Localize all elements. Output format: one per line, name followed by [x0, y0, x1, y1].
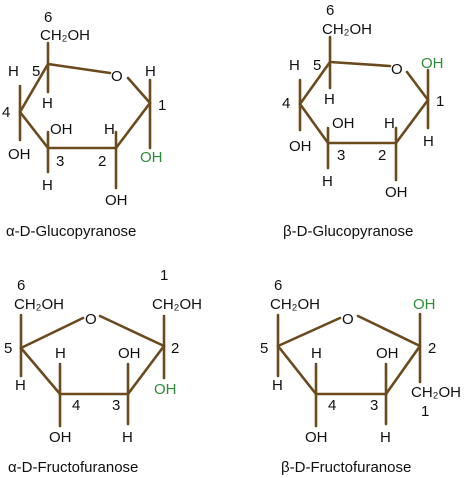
label-oh-c3-up: OH	[118, 345, 141, 362]
label-oh-c1-anomeric: OH	[421, 55, 444, 72]
label-h-c5-down: H	[324, 91, 335, 108]
label-oh-c2-anomeric: OH	[413, 296, 436, 313]
label-h-c5-left: H	[289, 57, 300, 74]
caption-beta-d-glucopyranose: β-D-Glucopyranose	[283, 223, 413, 240]
label-h-c5-down: H	[42, 95, 53, 112]
label-oh-c4: OH	[289, 138, 312, 155]
label-c6: 6	[326, 2, 334, 19]
label-ring-oxygen: O	[391, 61, 403, 78]
label-c6: 6	[44, 9, 52, 26]
bond-c3-c4	[18, 110, 50, 150]
label-ch2oh-c6: CH₂OH	[14, 296, 64, 313]
label-c6: 6	[274, 277, 282, 294]
label-oh-c2-anomeric: OH	[154, 381, 177, 398]
label-h-c1: H	[145, 63, 156, 80]
label-ch2oh: CH₂OH	[322, 21, 372, 38]
label-ch2oh-c1: CH₂OH	[152, 296, 202, 313]
label-oh-c2: OH	[385, 184, 408, 201]
label-oh-c3-up: OH	[376, 345, 399, 362]
caption-beta-d-fructofuranose: β-D-Fructofuranose	[281, 459, 411, 476]
bond-o-c1	[405, 70, 430, 102]
bond-c5-o	[328, 60, 392, 68]
label-oh-c3-up: OH	[332, 115, 355, 132]
label-c1: 1	[421, 403, 429, 420]
beta-d-glucopyranose: 6 CH₂OH H 5 O OH H 1 4 OH H H OH 3 2 H O…	[282, 2, 444, 240]
label-ring-oxygen: O	[85, 311, 97, 328]
label-c2: 2	[98, 153, 106, 170]
label-c1: 1	[160, 267, 168, 284]
label-oh-c4: OH	[49, 429, 72, 446]
label-oh-c4: OH	[8, 146, 31, 163]
label-c2: 2	[171, 340, 179, 357]
bond-c2-c3	[384, 344, 422, 396]
bond-c4-c5	[276, 344, 318, 396]
label-c4: 4	[72, 397, 80, 414]
label-ch2oh: CH₂OH	[40, 27, 90, 44]
caption-alpha-d-glucopyranose: α-D-Glucopyranose	[6, 223, 136, 240]
label-c5: 5	[260, 340, 268, 357]
label-oh-c2: OH	[105, 192, 128, 209]
label-c2: 2	[428, 340, 436, 357]
label-oh-c1-anomeric: OH	[140, 149, 163, 166]
label-h-c3: H	[122, 429, 133, 446]
beta-d-fructofuranose: 6 CH₂OH OH O 5 H OH 2 H CH₂OH 4 3 1 OH H…	[260, 277, 461, 476]
label-h-c5: H	[272, 377, 283, 394]
label-c2: 2	[378, 147, 386, 164]
label-c3: 3	[112, 397, 120, 414]
label-c3: 3	[370, 397, 378, 414]
bond-c1-c2	[394, 98, 430, 145]
label-h-c3: H	[380, 429, 391, 446]
label-c5: 5	[32, 63, 40, 80]
label-c4: 4	[282, 95, 290, 112]
label-oh-c4: OH	[305, 429, 328, 446]
bond-c1-c2	[114, 101, 152, 150]
label-h-c1-down: H	[423, 133, 434, 150]
label-c1: 1	[158, 97, 166, 114]
bond-o-c1	[126, 76, 152, 105]
label-ch2oh-c1: CH₂OH	[411, 384, 461, 401]
label-ring-oxygen: O	[342, 311, 354, 328]
alpha-d-glucopyranose: 6 CH₂OH H 5 O H H 1 4 OH H OH 3 2 OH H O…	[2, 9, 166, 240]
label-h-c4-up: H	[311, 345, 322, 362]
label-h-c2-up: H	[384, 115, 395, 132]
label-c4: 4	[2, 104, 10, 121]
bond-o-c2	[98, 314, 166, 348]
bond-c2-c3	[126, 344, 166, 396]
label-ring-oxygen: O	[111, 68, 123, 85]
label-h-c2-up: H	[104, 121, 115, 138]
label-h-c3: H	[42, 177, 53, 194]
label-c6: 6	[17, 277, 25, 294]
label-ch2oh-c6: CH₂OH	[270, 296, 320, 313]
label-h-c4-up: H	[55, 345, 66, 362]
bond-c5-o	[276, 316, 342, 348]
label-c5: 5	[313, 57, 321, 74]
label-c1: 1	[436, 93, 444, 110]
bond-c5-o	[46, 62, 112, 75]
bond-c4-c5	[18, 62, 50, 114]
bond-c3-c4	[298, 102, 330, 145]
caption-alpha-d-fructofuranose: α-D-Fructofuranose	[8, 459, 138, 476]
bond-c5-o	[19, 316, 85, 350]
label-h-c3: H	[322, 173, 333, 190]
bond-o-c2	[356, 314, 422, 348]
alpha-d-fructofuranose: 6 1 CH₂OH CH₂OH O 5 H OH 2 H OH 4 3 OH H…	[4, 267, 202, 476]
label-c3: 3	[56, 153, 64, 170]
label-c5: 5	[4, 340, 12, 357]
label-c4: 4	[328, 397, 336, 414]
label-h-c5-left: H	[8, 63, 19, 80]
label-oh-c3-up: OH	[50, 121, 73, 138]
label-h-c5: H	[15, 377, 26, 394]
bond-c4-c5	[19, 346, 62, 396]
label-c3: 3	[337, 147, 345, 164]
bond-c4-c5	[298, 60, 332, 106]
